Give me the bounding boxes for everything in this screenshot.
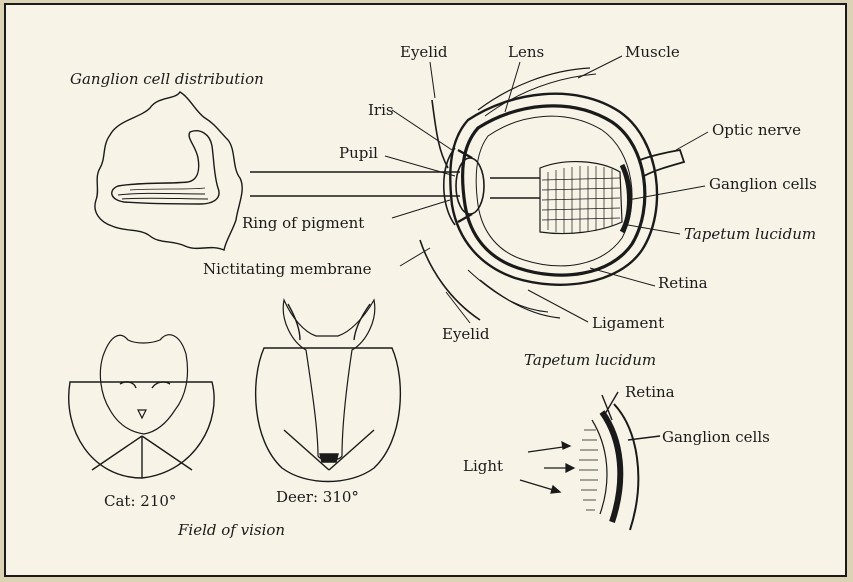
light-label: Light <box>463 459 503 474</box>
field-of-vision-caption: Field of vision <box>178 523 285 538</box>
cat-caption: Cat: 210° <box>104 494 176 509</box>
tapetum-lucidum-label: Tapetum lucidum <box>684 227 816 242</box>
cat-field-of-vision <box>69 335 214 478</box>
eyelid-bottom-label: Eyelid <box>442 327 490 342</box>
deer-caption: Deer: 310° <box>276 490 359 505</box>
iris-label: Iris <box>368 103 394 118</box>
light-arrows <box>520 442 574 493</box>
retina-detail-label: Retina <box>625 385 675 400</box>
optic-nerve-label: Optic nerve <box>712 123 801 138</box>
deer-field-of-vision <box>256 300 401 482</box>
lens-label: Lens <box>508 45 544 60</box>
muscle-label: Muscle <box>625 45 680 60</box>
ring-of-pigment-label: Ring of pigment <box>242 216 364 231</box>
ligament-label: Ligament <box>592 316 664 331</box>
tapetum-detail <box>579 392 660 530</box>
ganglion-distribution-title: Ganglion cell distribution <box>70 72 264 87</box>
retina-label: Retina <box>658 276 708 291</box>
ganglion-cells-detail-label: Ganglion cells <box>662 430 770 445</box>
ganglion-distribution-map <box>95 92 242 250</box>
pupil-label: Pupil <box>339 146 378 161</box>
nictitating-membrane-label: Nictitating membrane <box>203 262 372 277</box>
ganglion-cells-label: Ganglion cells <box>709 177 817 192</box>
eyelid-top-label: Eyelid <box>400 45 448 60</box>
tapetum-lucidum-detail-label: Tapetum lucidum <box>524 353 656 368</box>
eye-cross-section <box>420 68 684 320</box>
